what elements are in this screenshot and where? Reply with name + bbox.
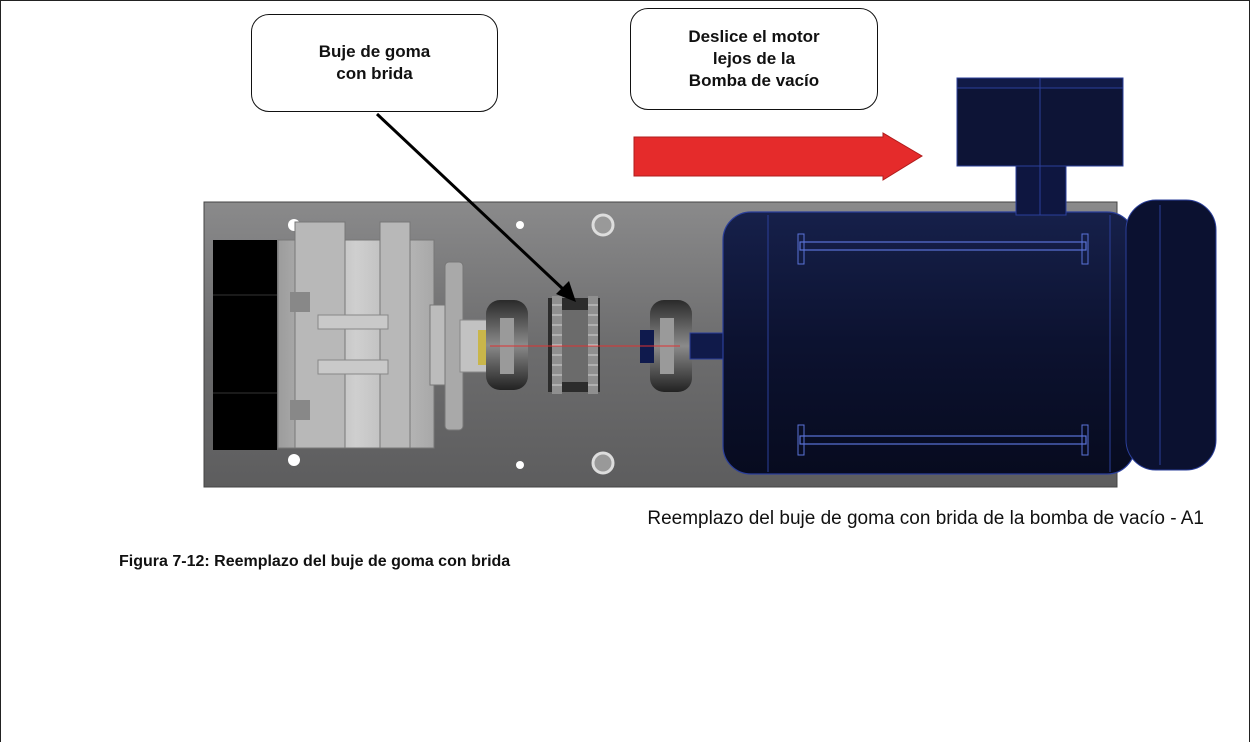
slide-direction-arrow (633, 132, 923, 181)
mount-hole (591, 451, 615, 475)
figure-label: Figura 7-12: Reemplazo del buje de goma … (119, 553, 511, 570)
electric-motor (722, 77, 1217, 475)
pump-end-block (213, 240, 277, 450)
mount-hole (591, 213, 615, 237)
mount-hole (516, 221, 524, 229)
callout-pointer-arrowhead (556, 281, 576, 302)
vacuum-pump (277, 221, 491, 449)
callout-slide-motor: Deslice el motor lejos de la Bomba de va… (630, 8, 878, 110)
image-caption: Reemplazo del buje de goma con brida de … (647, 508, 1204, 529)
callout-pointer-line (375, 112, 566, 292)
mount-hole (288, 454, 300, 466)
callout-rubber-bushing: Buje de goma con brida (251, 14, 498, 112)
rubber-flanged-bushing (548, 296, 600, 394)
motor-shaft (689, 332, 727, 360)
mount-hole (516, 461, 524, 469)
